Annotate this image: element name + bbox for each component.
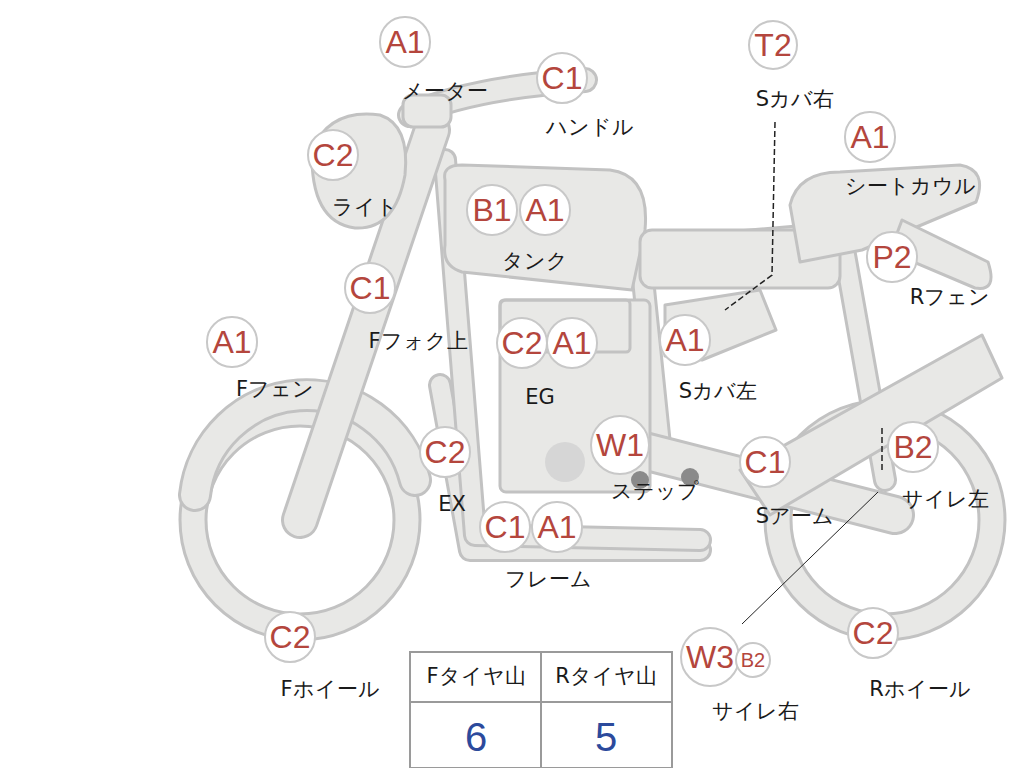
grade-circle: A1 bbox=[844, 111, 895, 162]
grade-code: A1 bbox=[850, 121, 889, 153]
grade-circle: B2 bbox=[887, 421, 938, 472]
grade-code: P2 bbox=[872, 241, 911, 273]
grade-circle: A1 bbox=[546, 317, 597, 368]
grade-code: A1 bbox=[552, 327, 591, 359]
grade-code: C2 bbox=[853, 617, 894, 649]
part-name: EG bbox=[525, 386, 555, 409]
grade-circle: B1 bbox=[466, 184, 517, 235]
grade-circle: C2 bbox=[847, 607, 900, 660]
grade-code: T2 bbox=[754, 29, 791, 61]
grade-circle: A1 bbox=[206, 316, 257, 367]
part-name: メーター bbox=[402, 80, 488, 103]
part-name: Fフォク上 bbox=[368, 330, 467, 353]
part-name: サイレ右 bbox=[712, 700, 799, 723]
grade-code: C1 bbox=[745, 446, 786, 478]
engine-cover bbox=[545, 442, 585, 482]
part-name: Sカバ左 bbox=[679, 380, 757, 403]
grade-circle: A1 bbox=[659, 314, 710, 365]
grade-circle: W3 bbox=[680, 627, 740, 687]
leader-line bbox=[742, 492, 878, 624]
grade-code: C1 bbox=[542, 62, 583, 94]
part-name: ステップ bbox=[611, 480, 699, 503]
part-name: Fホイール bbox=[280, 678, 379, 701]
grade-code: C2 bbox=[270, 621, 311, 653]
leader-line bbox=[725, 122, 775, 310]
grade-code: A1 bbox=[665, 324, 704, 356]
grade-circle: P2 bbox=[866, 231, 917, 282]
grade-code: A1 bbox=[525, 194, 564, 226]
grade-circle: A1 bbox=[531, 501, 582, 552]
part-name: タンク bbox=[502, 250, 568, 273]
part-name: フレーム bbox=[505, 568, 592, 591]
grade-circle: T2 bbox=[748, 20, 798, 70]
grade-circle: C2 bbox=[264, 611, 317, 664]
grade-circle: C1 bbox=[536, 52, 589, 105]
part-name: サイレ左 bbox=[902, 488, 989, 511]
side-cover bbox=[665, 290, 776, 360]
table-value: 6 bbox=[465, 715, 487, 759]
leader-line bbox=[881, 428, 883, 472]
grade-code: B2 bbox=[893, 431, 932, 463]
part-name: Sアーム bbox=[756, 505, 834, 528]
muffler bbox=[740, 335, 1002, 515]
grade-code: W1 bbox=[596, 429, 644, 461]
grade-code: C1 bbox=[350, 272, 391, 304]
table-value: 5 bbox=[595, 715, 617, 759]
grade-code: W3 bbox=[686, 641, 734, 673]
grade-code: C1 bbox=[485, 511, 526, 543]
grade-circle: A1 bbox=[379, 16, 430, 67]
grade-code: C2 bbox=[502, 327, 543, 359]
part-name: シートカウル bbox=[845, 175, 976, 198]
grade-circle: B2 bbox=[735, 642, 771, 678]
grade-code: A1 bbox=[212, 326, 251, 358]
grade-code: B1 bbox=[472, 194, 511, 226]
part-name: Fタイヤ山 bbox=[426, 665, 525, 688]
grade-circle: W1 bbox=[590, 415, 650, 475]
part-name: Rホイール bbox=[869, 678, 971, 701]
grade-code: C2 bbox=[313, 139, 354, 171]
tire-table bbox=[410, 652, 672, 768]
grade-circle: A1 bbox=[519, 184, 570, 235]
tank bbox=[445, 165, 646, 290]
part-name: ハンドル bbox=[546, 116, 634, 139]
grade-code: A1 bbox=[537, 511, 576, 543]
part-name: Rフェン bbox=[910, 286, 991, 309]
part-name: ライト bbox=[332, 196, 398, 219]
part-name: Sカバ右 bbox=[756, 88, 834, 111]
grade-code: A1 bbox=[385, 26, 424, 58]
part-name: Rタイヤ山 bbox=[555, 665, 657, 688]
part-name: Fフェン bbox=[236, 378, 314, 401]
grade-code: C2 bbox=[425, 436, 466, 468]
part-name: EX bbox=[438, 493, 466, 516]
engine bbox=[500, 300, 650, 492]
grade-code: B2 bbox=[741, 650, 765, 670]
